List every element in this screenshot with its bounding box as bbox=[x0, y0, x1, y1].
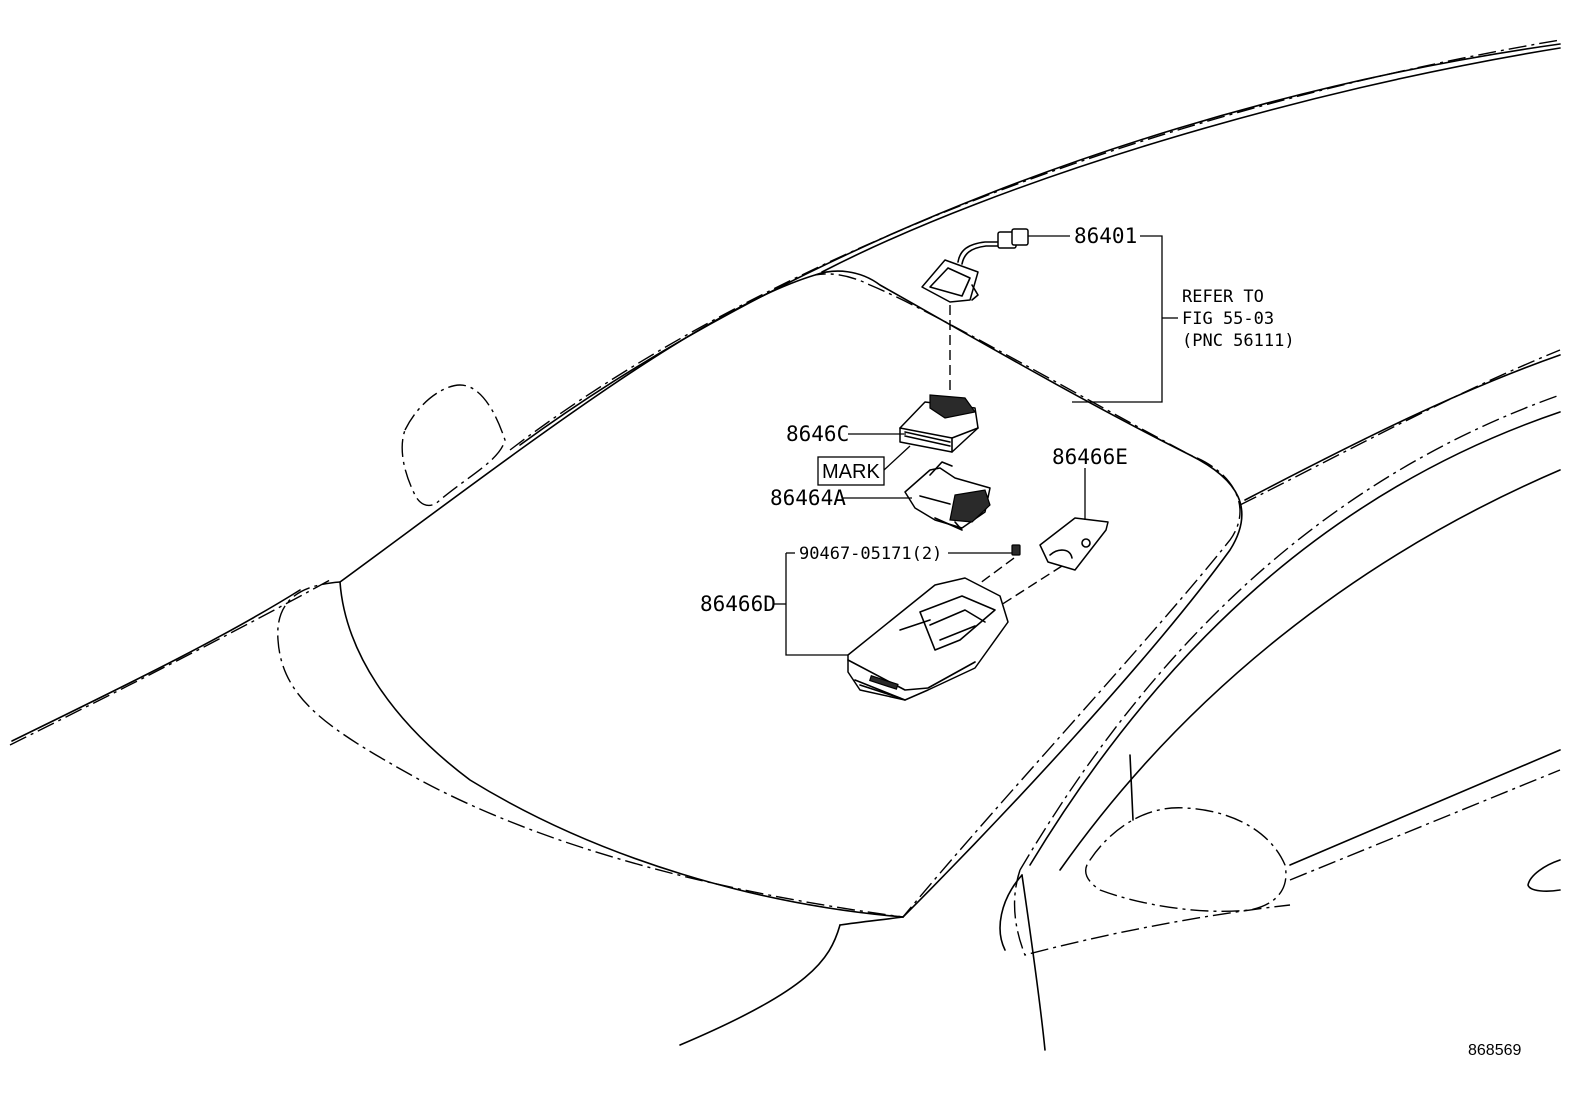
label-8646c: 8646C bbox=[786, 422, 849, 446]
car-body-outline bbox=[9, 39, 1561, 1051]
mark-box bbox=[817, 456, 885, 486]
label-86401: 86401 bbox=[1074, 224, 1137, 248]
label-86466e: 86466E bbox=[1052, 445, 1128, 469]
part-86466e-plate bbox=[1039, 517, 1109, 571]
label-mark: MARK bbox=[822, 461, 880, 483]
leader-lines bbox=[774, 235, 1178, 656]
part-90467-screw bbox=[1011, 544, 1021, 556]
label-86466d: 86466D bbox=[700, 592, 776, 616]
label-86464a: 86464A bbox=[770, 486, 846, 510]
part-86401-sensor bbox=[921, 228, 1029, 303]
part-86466d-cover bbox=[847, 577, 1009, 701]
figure-number: 868569 bbox=[1468, 1042, 1521, 1059]
label-refer-pnc: (PNC 56111) bbox=[1182, 331, 1295, 351]
part-86464a-bracket bbox=[904, 461, 991, 531]
label-refer-to: REFER TO bbox=[1182, 287, 1264, 307]
label-90467-05171: 90467-05171(2) bbox=[799, 544, 942, 564]
part-8646c-camera bbox=[899, 394, 979, 453]
assembly-line-screw bbox=[959, 557, 1015, 599]
label-refer-fig: FIG 55-03 bbox=[1182, 309, 1274, 329]
